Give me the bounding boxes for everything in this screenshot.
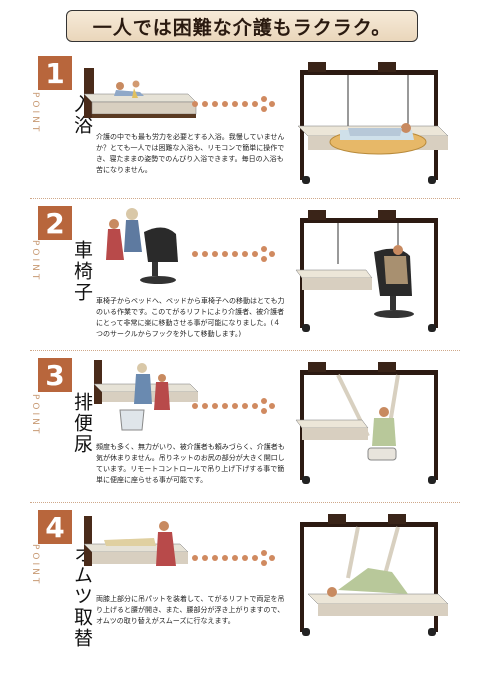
bath-bed-illustration <box>83 68 197 118</box>
toilet-assist-illustration <box>94 360 199 431</box>
section-number: 2 <box>38 206 72 240</box>
section-description: 介護の中でも最も労力を必要とする入浴。我慢していませんか？とても一人では困難な入… <box>96 133 285 174</box>
wheelchair-transfer-illustration <box>106 208 178 284</box>
diaper-bed-illustration <box>84 516 189 566</box>
lift-diaper-illustration <box>300 514 449 636</box>
section-toileting: POINT 3 排便尿 頻度も多く <box>0 352 482 502</box>
lift-bath-illustration <box>297 62 449 184</box>
section-description: 頻度も多く、無力がいり、被介護者も頼みづらく、介護者も気が休まりません。吊りネッ… <box>96 443 285 484</box>
page-title: 一人では困難な介護もラクラク。 <box>66 10 418 42</box>
section-description: 車椅子からベッドへ、ベッドから車椅子への移動はとても力のいる作業です。このてがる… <box>96 297 285 338</box>
point-label: POINT <box>30 92 40 135</box>
section-title: 排便尿 <box>71 392 93 455</box>
section-number: 1 <box>38 56 72 90</box>
section-divider <box>30 502 460 503</box>
point-label: POINT <box>30 394 40 437</box>
lift-toilet-illustration <box>295 362 438 484</box>
section-bathing: POINT 1 入浴 介 <box>0 50 482 200</box>
section-divider <box>30 350 460 351</box>
point-label: POINT <box>30 240 40 283</box>
section-wheelchair: POINT 2 車椅子 <box>0 200 482 350</box>
section-number: 3 <box>38 358 72 392</box>
point-label: POINT <box>30 544 40 587</box>
section-number: 4 <box>38 510 72 544</box>
section-title: オムツ取替 <box>71 544 93 649</box>
lift-wheelchair-illustration <box>295 210 438 332</box>
section-diaper-change: POINT 4 オムツ取替 両膝上部分に吊パットを装着して、てが <box>0 504 482 664</box>
section-description: 両膝上部分に吊パットを装着して、てがるリフトで両足を吊り上げると腰が開き、また、… <box>96 595 285 625</box>
section-divider <box>30 198 460 199</box>
section-title: 車椅子 <box>71 240 93 303</box>
